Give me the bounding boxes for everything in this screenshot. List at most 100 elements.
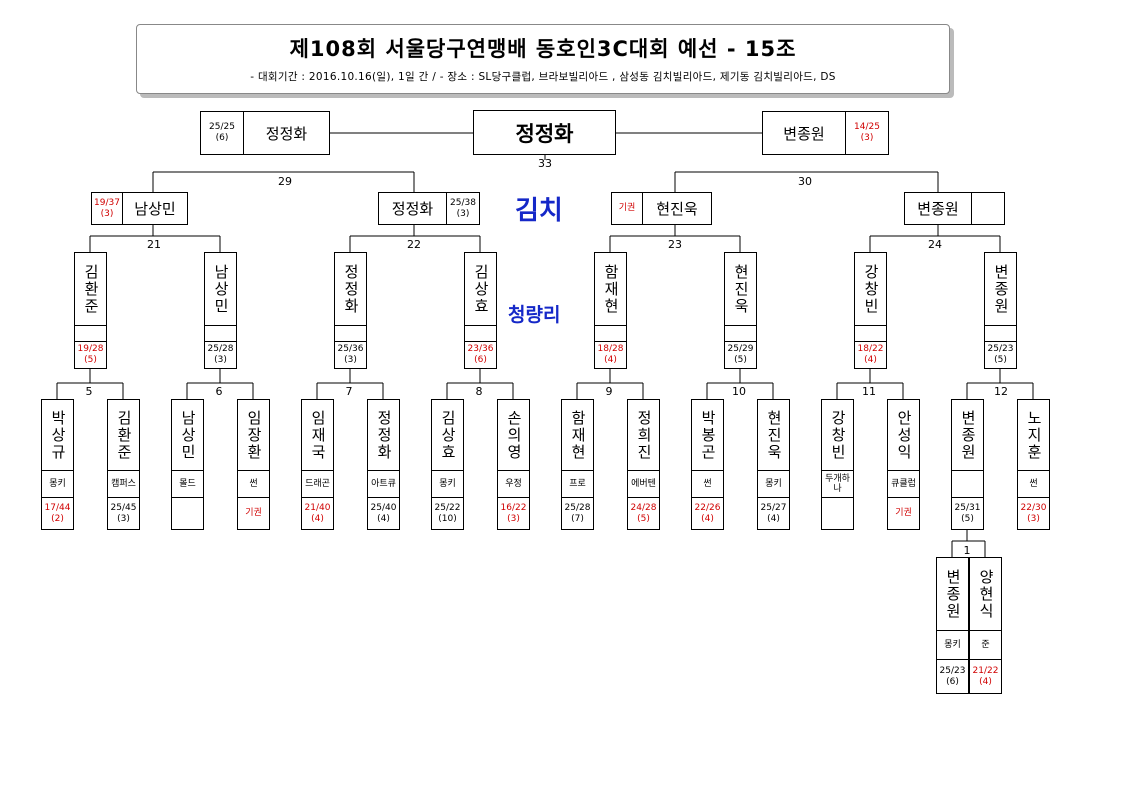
score-text: 25/45 <box>110 502 137 513</box>
player-score: 25/36(3) <box>335 341 366 368</box>
player-name-text: 박봉곤 <box>699 409 717 461</box>
player-name: 변종원 <box>917 200 959 218</box>
score-text: 25/40 <box>370 502 397 513</box>
club-cell <box>335 325 366 341</box>
r2-player-no-jihun: 노지훈 썬 22/30(3) <box>1017 399 1050 530</box>
player-name-text: 현진욱 <box>732 263 750 315</box>
innings-text: (3) <box>507 513 520 524</box>
player-club: 몽키 <box>432 470 463 497</box>
innings-text: (4) <box>979 676 992 687</box>
semi-player-hyeon-jinuk: 기권 현진욱 <box>611 192 712 225</box>
player-name: 정정화 <box>368 400 399 470</box>
player-name-text: 노지훈 <box>1025 409 1043 461</box>
player-name-text: 양현식 <box>977 568 995 620</box>
r2-player-hyeon-jinuk: 현진욱 몽키 25/27(4) <box>757 399 790 530</box>
innings-text: (4) <box>767 513 780 524</box>
score-text: 25/36 <box>337 344 364 354</box>
r2-player-jeong-jeonghwa: 정정화 아트큐 25/40(4) <box>367 399 400 530</box>
r3-player-ham-jaehyeon: 함재현 18/28(4) <box>594 252 627 369</box>
match-number: 10 <box>732 385 746 398</box>
innings-text: (5) <box>84 355 97 365</box>
r2-player-jeong-huijin: 정희진 에버텐 24/28(5) <box>627 399 660 530</box>
match-number: 8 <box>475 385 483 398</box>
player-score: 21/40(4) <box>302 497 333 529</box>
player-name: 변종원 <box>985 253 1016 325</box>
r1-player-byeon-jongwon: 변종원 몽키 25/23(6) <box>936 557 969 694</box>
semi-player-nam-sangmin: 19/37 (3) 남상민 <box>91 192 188 225</box>
winner-name: 정정화 <box>515 121 574 146</box>
match-number: 5 <box>85 385 93 398</box>
player-note: 기권 <box>612 193 643 224</box>
player-name-text: 함재현 <box>602 263 620 315</box>
r2-player-kang-changbin: 강창빈 두개하나 <box>821 399 854 530</box>
player-name: 정정화 <box>391 200 434 218</box>
page-subtitle: - 대회기간 : 2016.10.16(일), 1일 간 / - 장소 : SL… <box>250 71 836 83</box>
player-name: 함재현 <box>562 400 593 470</box>
r2-player-ham-jaehyeon: 함재현 프로 25/28(7) <box>561 399 594 530</box>
player-score: 25/23(6) <box>937 659 968 693</box>
r2-player-bak-bonggon: 박봉곤 썬 22/26(4) <box>691 399 724 530</box>
player-name: 임재국 <box>302 400 333 470</box>
innings-text: (3) <box>117 513 130 524</box>
player-score: 22/26(4) <box>692 497 723 529</box>
player-name-text: 강창빈 <box>862 263 880 315</box>
score-text: 25/23 <box>939 665 966 676</box>
score-text: 14/25 <box>854 122 880 132</box>
player-club: 두개하나 <box>822 470 853 497</box>
r3-player-byeon-jongwon: 변종원 25/23(5) <box>984 252 1017 369</box>
player-score: 25/22(10) <box>432 497 463 529</box>
player-name: 함재현 <box>595 253 626 325</box>
forfeit-text: 기권 <box>895 508 912 518</box>
score-text: 25/22 <box>434 502 461 513</box>
player-name-text: 김상효 <box>439 409 457 461</box>
header-panel: 제108회 서울당구연맹배 동호인3C대회 예선 - 15조 - 대회기간 : … <box>136 24 950 94</box>
score-text: 25/29 <box>727 344 754 354</box>
player-name: 김환준 <box>108 400 139 470</box>
player-name: 박봉곤 <box>692 400 723 470</box>
player-score: 25/28(3) <box>205 341 236 368</box>
r2-player-im-janghwan: 임장환 썬 기권 <box>237 399 270 530</box>
player-name-text: 변종원 <box>944 568 962 620</box>
innings-text: (4) <box>604 355 617 365</box>
player-name-text: 강창빈 <box>829 409 847 461</box>
player-name: 현진욱 <box>758 400 789 470</box>
player-name: 현진욱 <box>725 253 756 325</box>
score-text: 23/36 <box>467 344 494 354</box>
player-score: 25/29(5) <box>725 341 756 368</box>
match-number: 11 <box>862 385 876 398</box>
club-cell <box>725 325 756 341</box>
score-text: 25/23 <box>987 344 1014 354</box>
player-club: 에버텐 <box>628 470 659 497</box>
r3-player-hyeon-jinuk: 현진욱 25/29(5) <box>724 252 757 369</box>
club-cell <box>855 325 886 341</box>
innings-text: (6) <box>215 133 229 143</box>
player-club: 우정 <box>498 470 529 497</box>
player-name: 양현식 <box>970 558 1001 630</box>
player-name-text: 정희진 <box>635 409 653 461</box>
final-left-player: 25/25 (6) 정정화 <box>200 111 330 155</box>
player-name-text: 정정화 <box>375 409 393 461</box>
player-score-empty <box>971 193 1004 224</box>
final-right-player: 변종원 14/25 (3) <box>762 111 889 155</box>
innings-text: (3) <box>344 355 357 365</box>
player-name: 변종원 <box>937 558 968 630</box>
match-number: 29 <box>278 175 292 188</box>
score-text: 18/28 <box>597 344 624 354</box>
player-score: 19/28(5) <box>75 341 106 368</box>
match-number: 22 <box>407 238 421 251</box>
player-club: 몰드 <box>172 470 203 497</box>
r2-player-im-jaeguk: 임재국 드래곤 21/40(4) <box>301 399 334 530</box>
score-text: 25/28 <box>207 344 234 354</box>
player-club: 썬 <box>238 470 269 497</box>
player-score: 19/37 (3) <box>92 193 123 224</box>
player-score: 17/44(2) <box>42 497 73 529</box>
club-cell <box>205 325 236 341</box>
player-score: 24/28(5) <box>628 497 659 529</box>
player-name: 정정화 <box>265 124 308 143</box>
innings-text: (6) <box>474 355 487 365</box>
score-text: 25/25 <box>209 122 235 132</box>
r2-player-kim-hwanjun: 김환준 캠퍼스 25/45(3) <box>107 399 140 530</box>
player-club: 썬 <box>692 470 723 497</box>
player-name: 남상민 <box>134 200 176 218</box>
